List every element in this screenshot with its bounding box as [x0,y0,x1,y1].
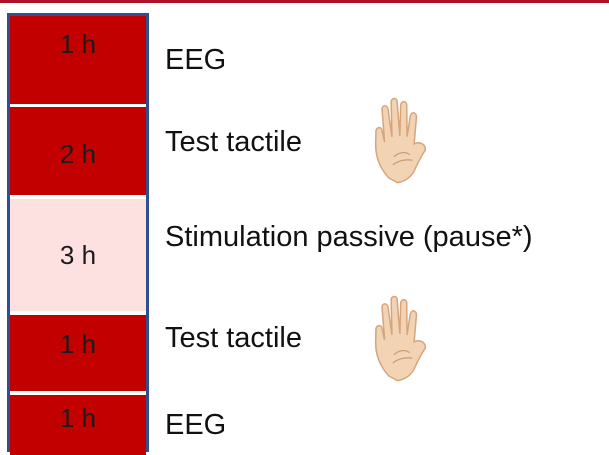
duration-label-3: 3 h [59,239,97,270]
timeline-block-4: 1 h [10,315,146,391]
step-label-3: Stimulation passive (pause*) [165,221,533,253]
step-label-4: Test tactile [165,322,302,354]
hand-icon [374,97,426,184]
duration-label-1: 1 h [59,28,97,59]
step-label-5: EEG [165,409,227,441]
step-label-2: Test tactile [165,126,302,158]
timeline-block-5: 1 h [10,395,146,455]
timeline-block-2: 2 h [10,107,146,195]
step-label-1: EEG [165,44,227,76]
duration-label-4: 1 h [59,328,97,359]
duration-label-2: 2 h [59,138,97,169]
top-rule [0,0,609,3]
hand-icon [374,295,426,382]
timeline-block-1: 1 h [10,16,146,104]
duration-label-5: 1 h [59,402,97,433]
timeline-bar: 1 h 2 h 3 h 1 h 1 h [7,13,149,455]
timeline-block-3: 3 h [10,199,146,311]
